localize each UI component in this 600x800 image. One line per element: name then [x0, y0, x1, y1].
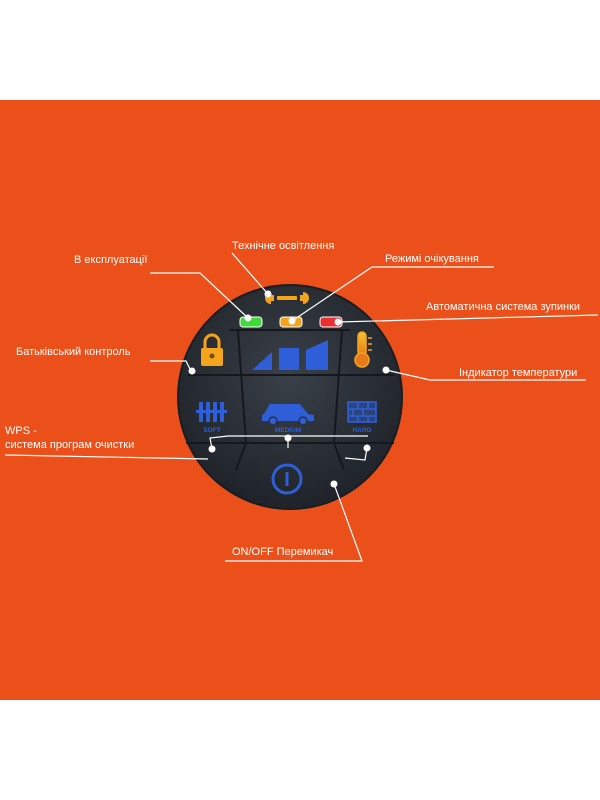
label-wps-line2: система програм очистки: [5, 439, 135, 451]
label-in-operation: В експлуатації: [74, 254, 148, 266]
label-auto-stop-system: Автоматична система зупинки: [426, 301, 581, 313]
label-on-off-switch: ON/OFF Перемикач: [232, 546, 334, 558]
medium-button-label: MEDIUM: [275, 427, 301, 434]
radiator-icon[interactable]: [196, 402, 227, 422]
thermometer-icon: [354, 331, 372, 368]
level-bars-icon[interactable]: [252, 340, 328, 370]
label-temperature-indicator: Індикатор температури: [459, 367, 578, 379]
wrench-icon: [265, 292, 309, 304]
control-face: [177, 284, 403, 510]
brick-wall-icon[interactable]: [347, 401, 377, 423]
label-standby-mode: Режимі очікування: [385, 253, 479, 265]
callout-lines: [4, 252, 599, 562]
lock-icon[interactable]: [201, 333, 223, 366]
callout-dots: [188, 290, 390, 488]
power-icon[interactable]: [271, 463, 303, 495]
label-technical-lighting: Технічне освітлення: [232, 240, 335, 252]
label-wps-line1: WPS -: [5, 425, 37, 437]
soft-button-label: SOFT: [203, 427, 220, 434]
hard-button-label: HARD: [353, 427, 372, 434]
button-dividers: [186, 329, 394, 471]
car-icon[interactable]: [262, 404, 314, 426]
label-parental-control: Батьківський контроль: [16, 346, 131, 358]
